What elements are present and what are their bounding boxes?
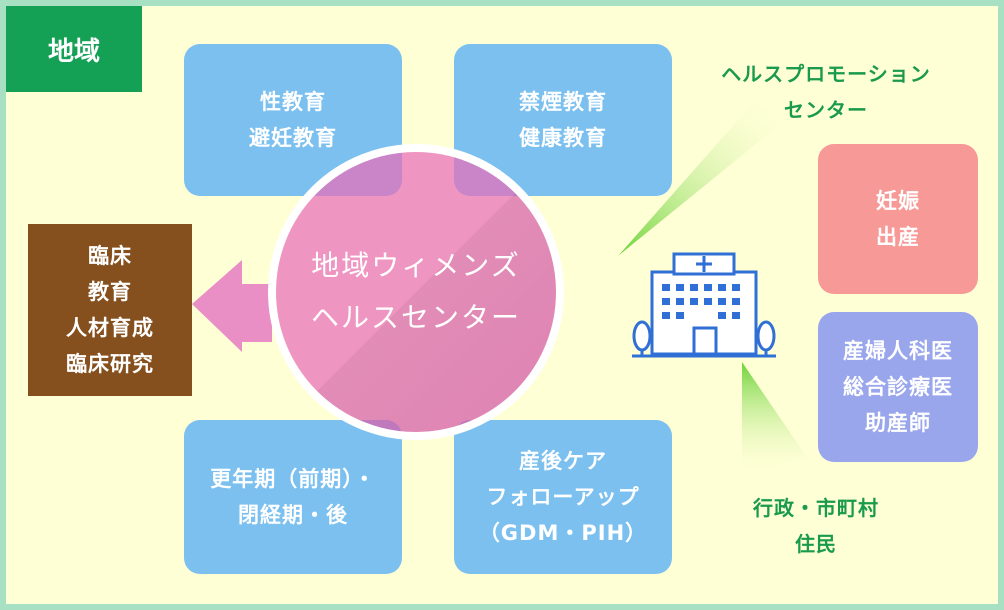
box-line: （GDM・PIH） <box>478 521 648 545</box>
hospital-windows <box>662 284 740 319</box>
label-line: ヘルスプロモーション <box>721 62 931 86</box>
region-tag: 地域 <box>6 6 142 92</box>
box-line: 臨床研究 <box>66 352 154 376</box>
box-postpartum: 産後ケア フォローアップ （GDM・PIH） <box>454 420 672 574</box>
center-line: 地域ウィメンズ <box>311 249 521 282</box>
box-line: 更年期（前期）・ <box>210 467 376 491</box>
box-menopause: 更年期（前期）・ 閉経期・後 <box>184 420 402 574</box>
label-health-promotion: ヘルスプロモーション センター <box>696 56 956 128</box>
hospital-icon <box>632 252 776 358</box>
connector-layer <box>192 102 806 478</box>
box-pregnancy: 妊娠 出産 <box>818 144 978 294</box>
box-clinical: 臨床 教育 人材育成 臨床研究 <box>28 224 192 396</box>
box-line: 教育 <box>88 280 132 304</box>
label-line: 住民 <box>795 532 837 556</box>
box-line: 臨床 <box>88 244 132 268</box>
box-line: 避妊教育 <box>249 126 337 150</box>
center-circle: 地域ウィメンズ ヘルスセンター <box>268 144 564 440</box>
connector-admin <box>742 362 806 478</box>
label-line: センター <box>784 98 868 122</box>
label-line: 行政・市町村 <box>753 496 879 520</box>
left-arrow <box>192 260 272 352</box>
box-medical-staff: 産婦人科医 総合診療医 助産師 <box>818 312 978 462</box>
connector-health-promotion <box>618 102 788 256</box>
box-line: 総合診療医 <box>843 375 953 399</box>
box-line: 性教育 <box>260 90 326 114</box>
box-line: フォローアップ <box>486 485 640 509</box>
box-line: 産後ケア <box>519 449 607 473</box>
box-line: 産婦人科医 <box>843 339 953 363</box>
box-line: 禁煙教育 <box>519 90 607 114</box>
box-line: 人材育成 <box>66 316 154 340</box>
box-line: 妊娠 <box>876 189 920 213</box>
center-line: ヘルスセンター <box>310 301 521 334</box>
box-line: 健康教育 <box>519 126 607 150</box>
box-line: 閉経期・後 <box>238 503 348 527</box>
label-admin: 行政・市町村 住民 <box>736 490 896 562</box>
box-line: 助産師 <box>865 411 931 435</box>
box-line: 出産 <box>876 225 920 249</box>
region-label: 地域 <box>47 36 100 67</box>
